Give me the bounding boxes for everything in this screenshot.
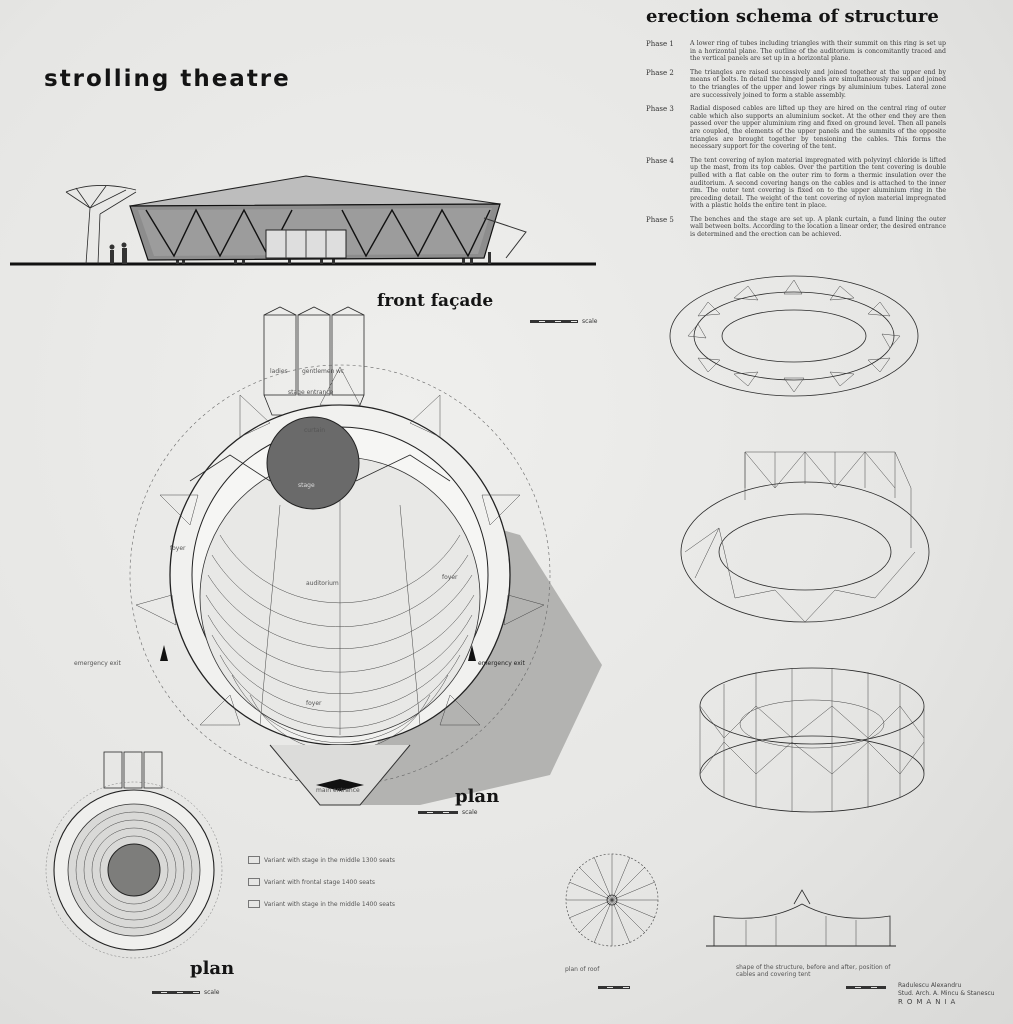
- legend-item: Variant with frontal stage 1400 seats: [248, 878, 448, 886]
- auditorium-label: auditorium: [306, 580, 339, 587]
- legend-swatch: [248, 878, 260, 886]
- plan-label-main: plan: [455, 786, 500, 807]
- variant-legend: Variant with stage in the middle 1300 se…: [248, 856, 448, 922]
- tree-illustration: [65, 185, 137, 265]
- erection-phase-2-drawing: [680, 451, 930, 623]
- legend-item: Variant with stage in the middle 1300 se…: [248, 856, 448, 864]
- phase-item: Phase 3 Radial disposed cables are lifte…: [646, 105, 946, 151]
- curtain-label: curtain: [304, 427, 326, 434]
- phase-label: Phase 4: [646, 156, 674, 165]
- scale-label: scale: [582, 318, 598, 325]
- dressing-room-label: ladies: [270, 368, 288, 375]
- roof-plan-drawing: [565, 853, 659, 947]
- credit-line: Radulescu Alexandru: [898, 982, 962, 989]
- erection-phase-1-drawing: [669, 275, 919, 397]
- phase-text: The benches and the stage are set up. A …: [690, 215, 946, 239]
- erection-phase-3-drawing: [699, 667, 925, 813]
- phase-label: Phase 2: [646, 68, 674, 77]
- phase-list: Phase 1 A lower ring of tubes including …: [646, 40, 946, 245]
- scale-bar: scale: [530, 318, 597, 325]
- schema-title: erection schema of structure: [646, 6, 939, 27]
- legend-text: Variant with stage in the middle 1400 se…: [264, 900, 396, 908]
- phase-label: Phase 3: [646, 105, 674, 114]
- emergency-exit-right-label: emergency exit: [478, 660, 525, 667]
- credit-country: ROMANIA: [898, 998, 960, 1006]
- legend-swatch: [248, 900, 260, 908]
- stage-entrance-label: stage entrance: [288, 389, 334, 396]
- legend-item: Variant with stage in the middle 1400 se…: [248, 900, 448, 908]
- foyer-left-label: foyer: [170, 545, 186, 552]
- board-title: strolling theatre: [44, 66, 291, 92]
- scale-label: scale: [204, 989, 220, 996]
- scale-bar: [598, 986, 630, 989]
- phase-item: Phase 2 The triangles are raised success…: [646, 69, 946, 99]
- phase-text: The tent covering of nylon material impr…: [690, 156, 946, 210]
- dressing-room-label: wc: [336, 368, 345, 375]
- phase-item: Phase 1 A lower ring of tubes including …: [646, 40, 946, 63]
- phase-text: Radial disposed cables are lifted up the…: [690, 105, 946, 151]
- legend-text: Variant with stage in the middle 1300 se…: [264, 856, 396, 864]
- small-plan-drawing: [45, 751, 223, 959]
- plan-label-small: plan: [190, 958, 235, 979]
- phase-item: Phase 5 The benches and the stage are se…: [646, 216, 946, 239]
- phase-text: A lower ring of tubes including triangle…: [690, 40, 946, 63]
- front-facade-drawing: [10, 175, 596, 266]
- emergency-exit-left-label: emergency exit: [74, 660, 121, 667]
- scale-bar: scale: [152, 989, 219, 996]
- main-plan-drawing: [129, 306, 602, 806]
- foyer-right-label: foyer: [442, 574, 458, 581]
- roof-plan-caption: plan of roof: [565, 966, 600, 973]
- scale-bar: [846, 986, 886, 989]
- phase-text: The triangles are raised successively an…: [690, 68, 946, 99]
- scale-label: scale: [462, 809, 478, 816]
- section-caption: shape of the structure, before and after…: [736, 964, 891, 978]
- main-entrance-label: main entrance: [316, 787, 360, 794]
- front-facade-label: front façade: [377, 291, 494, 311]
- phase-label: Phase 5: [646, 215, 674, 224]
- legend-swatch: [248, 856, 260, 864]
- legend-text: Variant with frontal stage 1400 seats: [264, 878, 376, 886]
- dressing-room-label: gentlemen: [302, 368, 335, 375]
- section-drawing: [706, 889, 896, 947]
- scale-bar: scale: [418, 809, 477, 816]
- stage-label: stage: [298, 482, 315, 489]
- author-credit: Radulescu Alexandru Stud. Arch. A. Mincu…: [898, 982, 995, 1006]
- credit-line: Stud. Arch. A. Mincu & Stanescu: [898, 990, 995, 997]
- phase-item: Phase 4 The tent covering of nylon mater…: [646, 157, 946, 210]
- phase-label: Phase 1: [646, 40, 674, 48]
- foyer-bottom-label: foyer: [306, 700, 322, 707]
